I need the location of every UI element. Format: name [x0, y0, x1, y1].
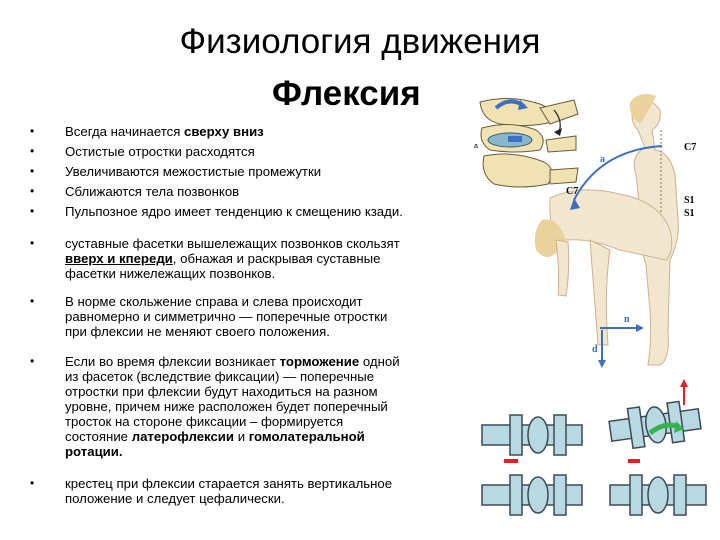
- bullet-text: Увеличиваются межостистые промежутки: [65, 164, 322, 179]
- label-n: n: [624, 314, 630, 325]
- segment-symmetric-top: [481, 414, 583, 463]
- arrow-head-icon: [636, 324, 644, 332]
- bullet-text: Если во время флексии возникает: [65, 354, 280, 369]
- bullet-text-bold: гомолатеральной: [248, 429, 365, 444]
- arc-arrow-a: [573, 145, 663, 201]
- segment-rotated-top: [608, 379, 702, 463]
- bullet-line: уровне, причем ниже расположен будет поп…: [65, 399, 388, 414]
- slide-title: Физиология движения: [179, 22, 541, 61]
- bullet-line: отростки при флексии будут находиться на…: [65, 384, 378, 399]
- bullet-line: равномерно и симметрично — поперечные от…: [65, 309, 388, 324]
- bullet-marker: •: [30, 294, 35, 308]
- bent-figure-image: C7 S1: [534, 186, 695, 346]
- bullet-line: положение и следует цефалически.: [65, 491, 285, 506]
- bullet-text: и: [234, 429, 249, 444]
- bullet-text-bold: ротации.: [65, 444, 123, 459]
- bullet-text-bold: латерофлексии: [131, 429, 235, 444]
- bullet-marker: •: [30, 236, 35, 250]
- bullet-marker: •: [30, 204, 35, 218]
- label-a: a: [600, 154, 605, 165]
- bullet-text: состояние: [65, 429, 132, 444]
- bullet-text-bold: сверху вниз: [184, 124, 264, 139]
- bullet-marker: •: [30, 144, 35, 158]
- bullet-marker: •: [30, 354, 35, 368]
- bullet-marker: •: [30, 124, 35, 138]
- bullet-line: тросток на стороне фиксации – формируетс…: [65, 414, 344, 429]
- bullet-text: одной: [359, 354, 400, 369]
- label-s1-top: S1: [684, 195, 695, 206]
- bullet-text: Остистые отростки расходятся: [65, 144, 255, 159]
- label-c7-top: C7: [684, 142, 696, 153]
- bullet-marker: •: [30, 164, 35, 178]
- vertebra-segments-diagram: [481, 379, 707, 516]
- label-s1-bottom: S1: [684, 208, 695, 219]
- bullet-text: , обнажая и раскрывая суставные: [172, 251, 381, 266]
- bullet-text: Всегда начинается: [65, 124, 185, 139]
- bullet-text: Пульпозное ядро имеет тенденцию к смещен…: [65, 204, 403, 219]
- arrow-head-icon: [674, 421, 684, 433]
- inset-label-a: a: [474, 143, 478, 150]
- bullet-text-bold: торможение: [279, 354, 360, 369]
- bullet-line: из фасеток (вследствие фиксации) — попер…: [65, 369, 375, 384]
- arrow-head-icon: [570, 198, 580, 210]
- bullet-line: фасетки нижележащих позвонков.: [65, 266, 276, 281]
- segment-symmetric-bottom: [481, 474, 583, 516]
- bullet-line: при флексии не меняют своего положения.: [65, 324, 330, 339]
- bullet-text: Сближаются тела позвонков: [65, 184, 240, 199]
- bullet-line: крестец при флексии старается занять вер…: [65, 476, 393, 491]
- bullet-line: В норме скольжение справа и слева происх…: [65, 294, 363, 309]
- arrow-head-icon: [680, 379, 688, 387]
- arrow-head-icon: [598, 360, 606, 368]
- label-d: d: [592, 344, 598, 355]
- label-c7-bottom: C7: [566, 186, 578, 197]
- flexion-illustration: a C7 S1 C7 S1 a n d: [472, 94, 696, 368]
- segment-rotated-bottom: [609, 474, 707, 516]
- slide-subtitle: Флексия: [272, 74, 421, 113]
- bullet-text-emphasis: вверх и кпереди: [65, 251, 173, 266]
- vertebrae-inset-image: a: [472, 98, 580, 198]
- bullet-marker: •: [30, 476, 35, 490]
- bullet-line: суставные фасетки вышележащих позвонков …: [65, 236, 400, 251]
- bullet-marker: •: [30, 184, 35, 198]
